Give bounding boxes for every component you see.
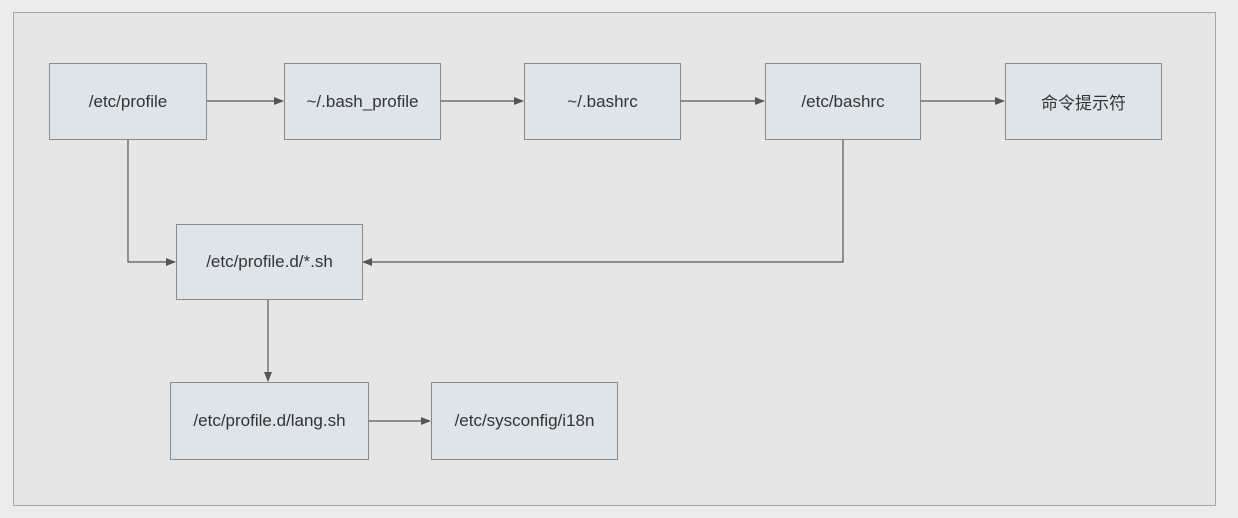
node-etc-bashrc: /etc/bashrc (765, 63, 921, 140)
node-i18n: /etc/sysconfig/i18n (431, 382, 618, 460)
node-etc-bashrc-label: /etc/bashrc (801, 91, 885, 111)
node-etc-profile: /etc/profile (49, 63, 207, 140)
node-i18n-label: /etc/sysconfig/i18n (454, 411, 595, 430)
node-bash-profile-label: ~/.bash_profile (306, 91, 419, 111)
node-profile-d-label: /etc/profile.d/*.sh (206, 252, 333, 271)
node-prompt-label: 命令提示符 (1041, 94, 1126, 113)
node-profile-d: /etc/profile.d/*.sh (176, 224, 363, 300)
node-lang-sh: /etc/profile.d/lang.sh (170, 382, 369, 460)
node-bash-profile: ~/.bash_profile (284, 63, 441, 140)
node-lang-sh-label: /etc/profile.d/lang.sh (193, 411, 346, 430)
node-bashrc-home: ~/.bashrc (524, 63, 681, 140)
node-prompt: 命令提示符 (1005, 63, 1162, 140)
node-etc-profile-label: /etc/profile (88, 91, 168, 111)
node-bashrc-home-label: ~/.bashrc (567, 91, 638, 111)
